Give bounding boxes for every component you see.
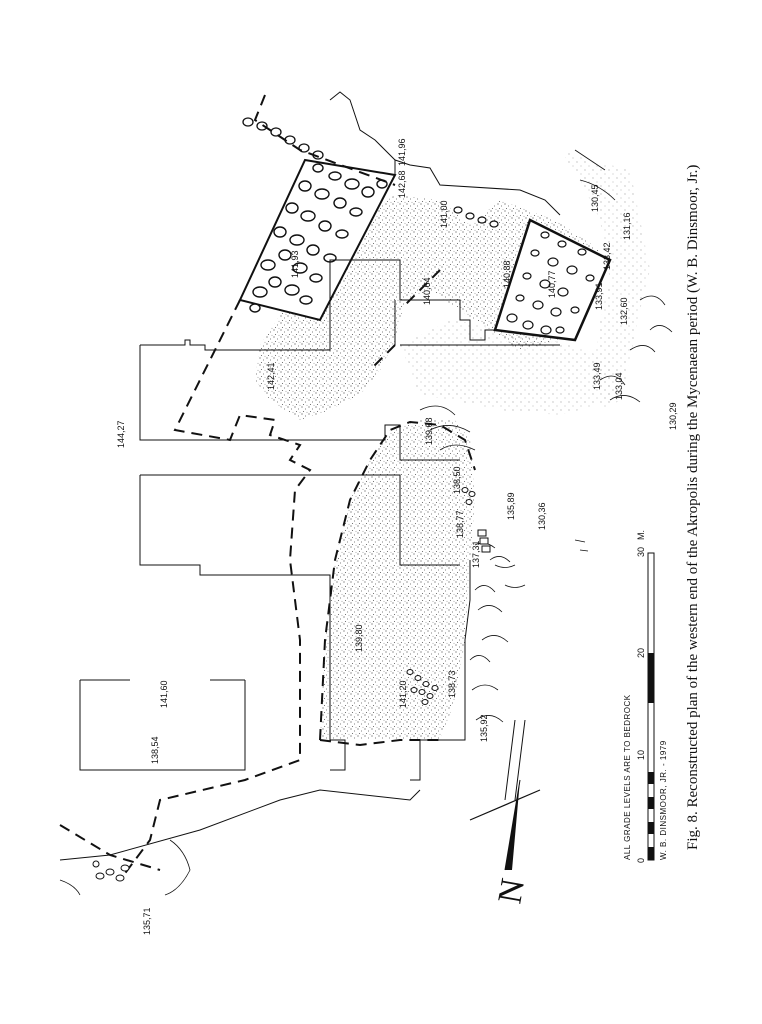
- elevation-label: 142,41: [266, 362, 276, 390]
- elevation-label: 141,93: [290, 250, 300, 278]
- elevation-label: 137,31: [471, 540, 481, 568]
- elevation-label: 133,04: [614, 372, 624, 400]
- bedrock-contours: [59, 149, 673, 896]
- north-arrow: N: [469, 719, 541, 907]
- cyclopean-wall-east: [453, 206, 612, 342]
- elevation-label: 144,27: [116, 420, 126, 448]
- credit-line: W. B. DINSMOOR, JR. - 1979: [659, 740, 668, 860]
- elevation-label: 138,54: [150, 736, 160, 764]
- elevation-label: 139,80: [354, 624, 364, 652]
- bedrock-note: ALL GRADE LEVELS ARE TO BEDROCK: [623, 694, 632, 860]
- elevation-label: 132,60: [619, 297, 629, 325]
- mycenaean-wall-dashed: [59, 94, 476, 881]
- elevation-label: 140,88: [502, 260, 512, 288]
- elevation-label: 130,36: [537, 502, 547, 530]
- elevation-label: 142,68: [397, 170, 407, 198]
- elevation-label: 141,20: [398, 680, 408, 708]
- north-letter: N: [491, 876, 532, 907]
- elevation-label: 131,16: [622, 212, 632, 240]
- elevation-label: 133,49: [592, 362, 602, 390]
- scale-tick: 0: [636, 858, 646, 863]
- elevation-label: 135,89: [506, 492, 516, 520]
- scale-tick: 30: [636, 547, 646, 557]
- cyclopean-wall-north: [238, 117, 397, 322]
- elevation-label: 133,91: [594, 282, 604, 310]
- elevation-label: 135,71: [142, 907, 152, 935]
- south-fill: [400, 320, 615, 415]
- elevation-labels: 144,27 142,68 141,96 141,00 140,88 140,7…: [116, 138, 678, 935]
- elevation-label: 141,96: [397, 138, 407, 166]
- scale-bar: 0 10 20 30 M. W. B. DINSMOOR, JR. - 1979: [636, 530, 668, 863]
- elevation-label: 141,00: [439, 200, 449, 228]
- elevation-label: 140,64: [422, 277, 432, 305]
- elevation-label: 140,77: [547, 270, 557, 298]
- elevation-label: 138,77: [455, 510, 465, 538]
- elevation-label: 130,45: [590, 184, 600, 212]
- elevation-label: 139,68: [424, 417, 434, 445]
- west-fill: [320, 420, 475, 740]
- west-stones: [92, 487, 491, 882]
- east-slope-fill: [560, 150, 650, 410]
- scale-tick: 10: [636, 750, 646, 760]
- elevation-label: 141,60: [159, 680, 169, 708]
- elevation-label: 138,50: [452, 466, 462, 494]
- elevation-label: 135,92: [479, 714, 489, 742]
- scale-unit: M.: [636, 530, 646, 540]
- figure-caption: Fig. 8. Reconstructed plan of the wester…: [685, 165, 701, 850]
- elevation-label: 133,42: [602, 242, 612, 270]
- scale-tick: 20: [636, 648, 646, 658]
- elevation-label: 138,73: [447, 670, 457, 698]
- elevation-label: 130,29: [668, 402, 678, 430]
